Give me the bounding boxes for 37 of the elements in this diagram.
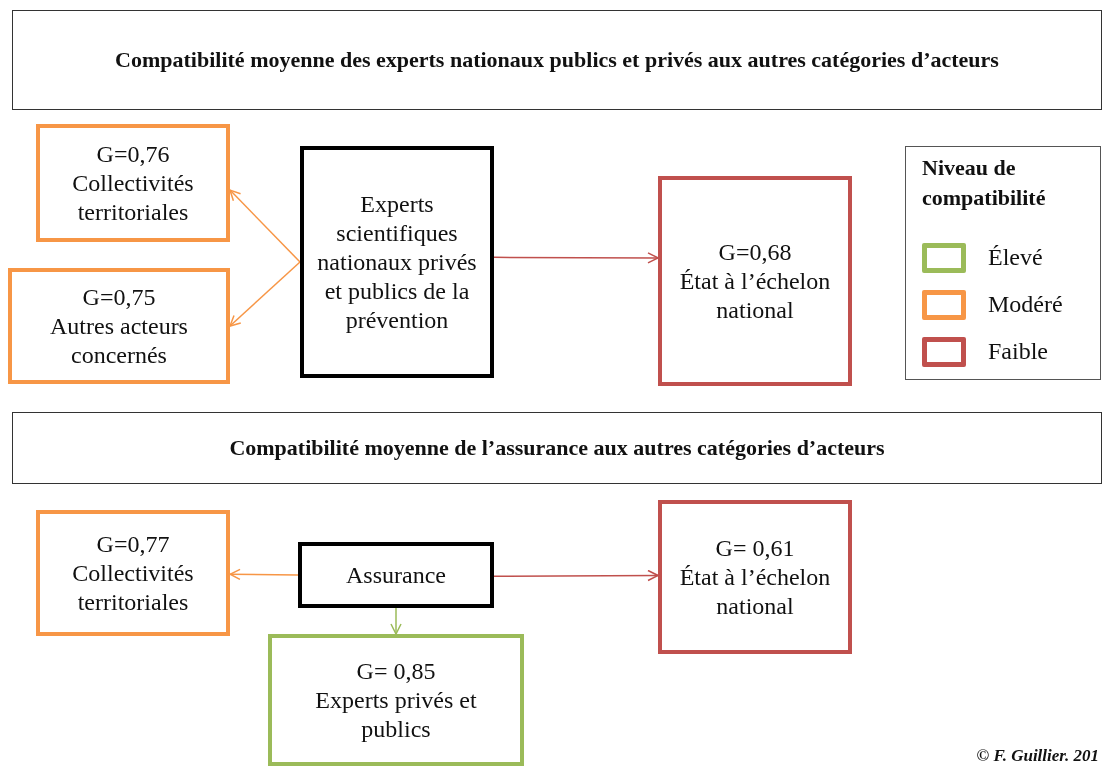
box-text: Collectivités territoriales [71,558,195,617]
box-text: G= 0,85 [356,656,436,686]
legend-label: Faible [988,337,1048,366]
box-text: G=0,77 [96,529,170,559]
box-text: État à l’échelon national [678,562,832,621]
arrow [493,569,659,582]
compatibility-box [36,510,230,636]
actor-box [298,542,494,608]
compatibility-box [8,268,230,384]
copyright-note: © F. Guillier. 201 [976,746,1099,766]
actor-box [300,146,494,378]
box-text: G=0,68 [718,237,792,267]
arrow [493,252,659,264]
box-text: Collectivités territoriales [71,168,195,227]
arrow [229,189,301,263]
legend-title: Niveau de compatibilité [922,154,1047,212]
title-box [12,412,1102,484]
legend-label: Modéré [988,290,1063,319]
arrow [390,607,402,635]
compatibility-box [658,500,852,654]
box-text: G=0,76 [96,139,170,169]
box-text: G=0,75 [82,282,156,312]
box-text: Autres acteurs concernés [49,311,189,370]
box-text: Assurance [346,560,446,590]
box-text: Experts privés et publics [314,685,478,744]
compatibility-box [268,634,524,766]
title-box [12,10,1102,110]
arrow [229,261,301,327]
title-text: Compatibilité moyenne des experts nationaux publics et privés aux autres catégories d’acteurs [115,46,999,74]
box-text: G= 0,61 [715,533,795,563]
arrow [229,568,299,581]
legend-label: Élevé [988,243,1043,272]
compatibility-box [36,124,230,242]
box-text: État à l’échelon national [678,266,832,325]
title-text: Compatibilité moyenne de l’assurance aux autres catégories d’acteurs [229,434,885,462]
box-text: Experts scientifiques nationaux privés et publics de la prévention [316,189,478,335]
compatibility-box [658,176,852,386]
